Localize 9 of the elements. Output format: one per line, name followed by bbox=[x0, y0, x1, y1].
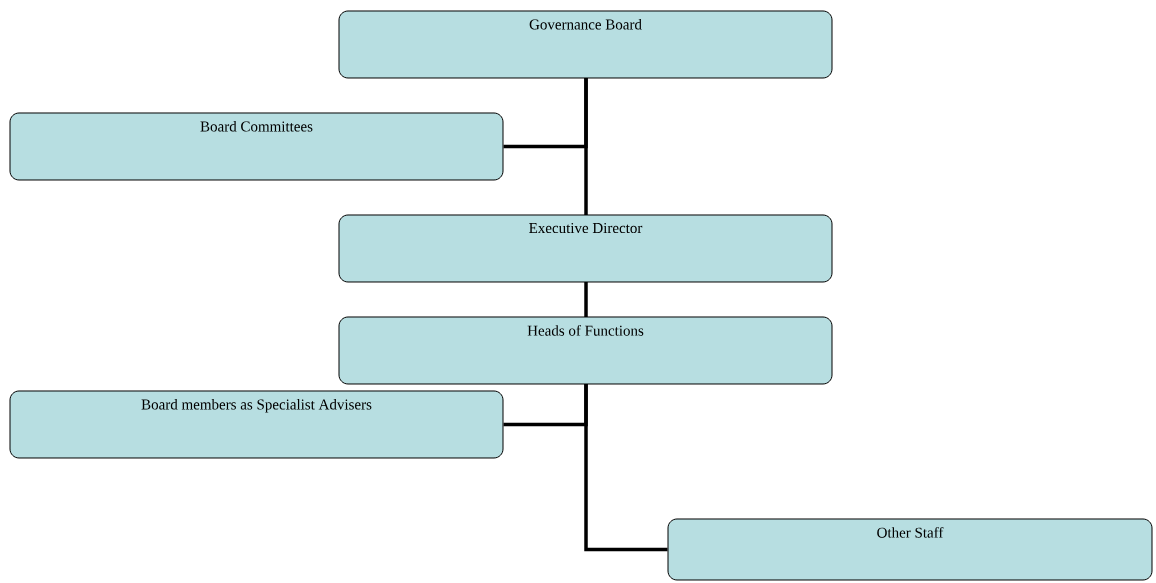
org-box: Board members as Specialist Advisers bbox=[9, 390, 504, 459]
org-box: Governance Board bbox=[338, 10, 833, 79]
connector-line bbox=[584, 384, 668, 552]
connector-line bbox=[584, 282, 588, 317]
connector-line bbox=[584, 78, 588, 215]
org-box: Executive Director bbox=[338, 214, 833, 283]
org-box: Board Committees bbox=[9, 112, 504, 181]
org-box: Other Staff bbox=[667, 518, 1153, 581]
org-box: Heads of Functions bbox=[338, 316, 833, 385]
